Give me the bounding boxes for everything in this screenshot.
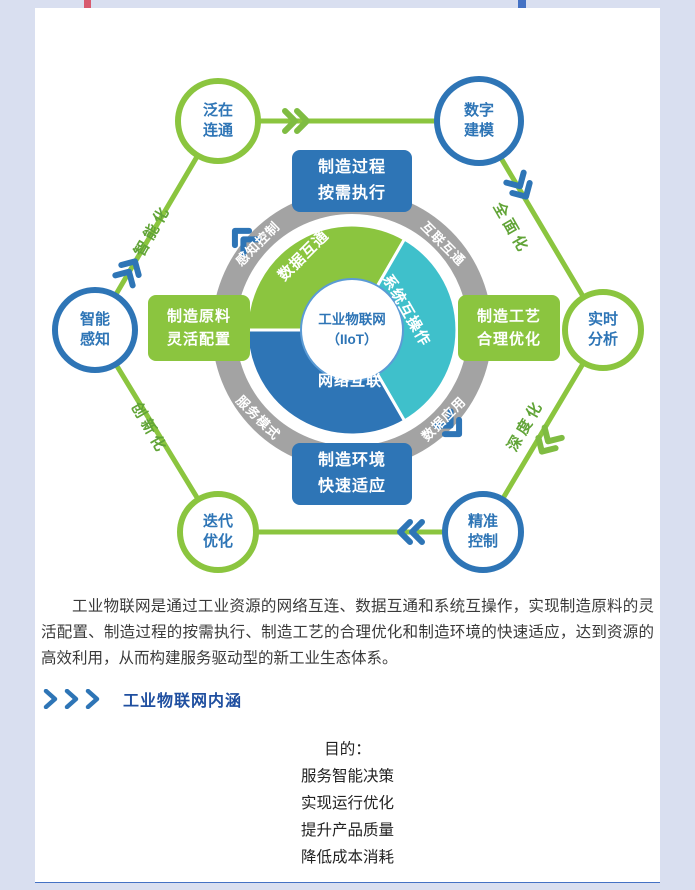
box-process-on-demand: 制造过程 按需执行 — [292, 150, 412, 212]
purpose-item: 提升产品质量 — [300, 822, 394, 839]
node-ubiquitous-connection: 泛在 连通 — [175, 78, 261, 164]
triple-chevron-icon — [43, 689, 100, 709]
section-heading-row: 工业物联网内涵 — [43, 688, 660, 710]
chevron-down-left-icon — [535, 424, 565, 455]
chevron-down-right-icon — [503, 169, 533, 200]
section-title: 工业物联网内涵 — [123, 693, 243, 710]
iiot-diagram: 泛在 连通 数字 建模 实时 分析 精准 控制 迭代 优化 智能 感知 制造过程… — [35, 55, 660, 590]
segment-label-network-interconnect: 网络互联 — [317, 372, 383, 390]
content-card: 泛在 连通 数字 建模 实时 分析 精准 控制 迭代 优化 智能 感知 制造过程… — [35, 8, 660, 882]
purpose-item: 服务智能决策 — [300, 768, 394, 785]
chevron-up-right-icon — [112, 258, 142, 289]
box-material-configuration: 制造原料 灵活配置 — [148, 295, 250, 361]
node-precise-control: 精准 控制 — [442, 491, 524, 573]
purpose-item: 实现运行优化 — [300, 795, 394, 812]
chevron-left-icon — [397, 519, 425, 545]
center-iiot-circle: 工业物联网 （IIoT） — [300, 278, 404, 382]
description-paragraph: 工业物联网是通过工业资源的网络互连、数据互通和系统互操作，实现制造原料的灵活配置… — [41, 598, 654, 667]
node-digital-modeling: 数字 建模 — [434, 76, 524, 166]
purpose-title: 目的： — [324, 741, 371, 758]
box-craft-optimization: 制造工艺 合理优化 — [458, 295, 560, 361]
node-realtime-analysis: 实时 分析 — [562, 289, 644, 371]
node-intelligent-sensing: 智能 感知 — [52, 287, 138, 373]
purpose-block: 目的： 服务智能决策 实现运行优化 提升产品质量 降低成本消耗 — [35, 736, 660, 871]
chevron-up-left-icon — [231, 227, 261, 257]
chevron-down-right-inner-icon — [433, 408, 463, 438]
box-environment-adaptation: 制造环境 快速适应 — [292, 443, 412, 505]
purpose-item: 降低成本消耗 — [300, 849, 394, 866]
chevron-right-icon — [282, 108, 310, 134]
node-iterative-optimization: 迭代 优化 — [177, 491, 259, 573]
pie-segment-system — [350, 237, 459, 423]
